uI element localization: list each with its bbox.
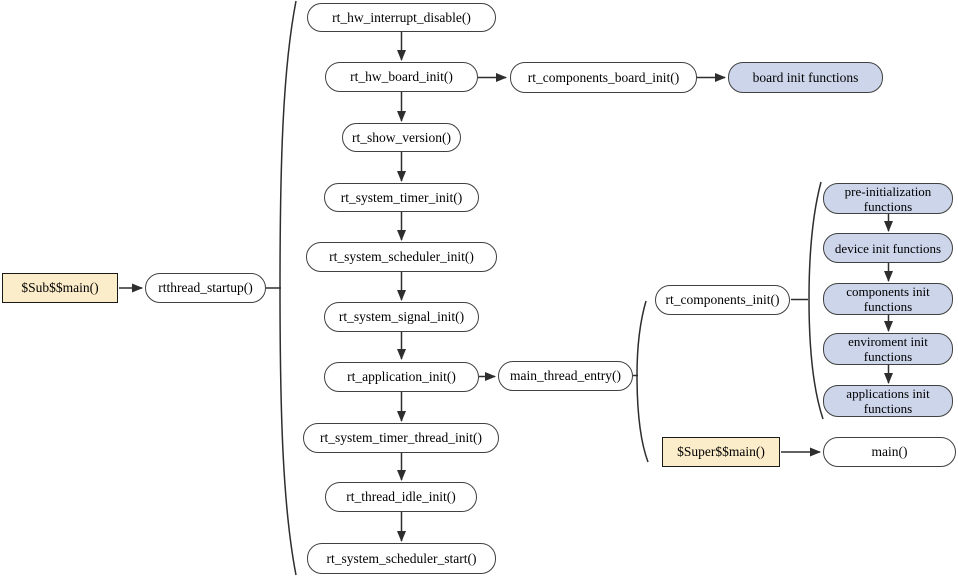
node-rt-hw-interrupt-disable: rt_hw_interrupt_disable(): [307, 3, 496, 32]
node-pre-initialization-functions: pre-initialization functions: [823, 183, 953, 214]
node-rt-system-signal-init: rt_system_signal_init(): [324, 302, 479, 332]
node-rt-components-board-init: rt_components_board_init(): [510, 62, 697, 93]
node-rt-system-scheduler-init: rt_system_scheduler_init(): [306, 242, 497, 272]
brace-main-thread: [636, 300, 649, 463]
node-rt-thread-idle-init: rt_thread_idle_init(): [325, 482, 477, 512]
node-super-main: $Super$$main(): [662, 437, 780, 467]
node-rt-hw-board-init: rt_hw_board_init(): [325, 62, 478, 92]
node-device-init-functions: device init functions: [823, 233, 953, 263]
node-applications-init-functions: applications init functions: [823, 385, 953, 417]
node-rt-show-version: rt_show_version(): [342, 123, 461, 152]
node-rt-application-init: rt_application_init(): [324, 362, 479, 392]
brace-startup-chain: [279, 0, 297, 576]
brace-init-chain: [808, 181, 824, 420]
node-enviroment-init-functions: enviroment init functions: [823, 333, 953, 365]
node-components-init-functions: components init functions: [823, 283, 953, 315]
node-rt-system-timer-init: rt_system_timer_init(): [324, 183, 479, 212]
node-rt-components-init: rt_components_init(): [655, 285, 790, 315]
node-sub-main: $Sub$$main(): [2, 273, 118, 303]
node-rt-system-scheduler-start: rt_system_scheduler_start(): [307, 543, 496, 574]
node-rtthread-startup: rtthread_startup(): [145, 273, 266, 303]
node-main-thread-entry: main_thread_entry(): [498, 361, 633, 391]
node-main: main(): [823, 437, 956, 467]
node-rt-system-timer-thread-init: rt_system_timer_thread_init(): [303, 423, 499, 453]
node-board-init-functions: board init functions: [728, 62, 883, 93]
